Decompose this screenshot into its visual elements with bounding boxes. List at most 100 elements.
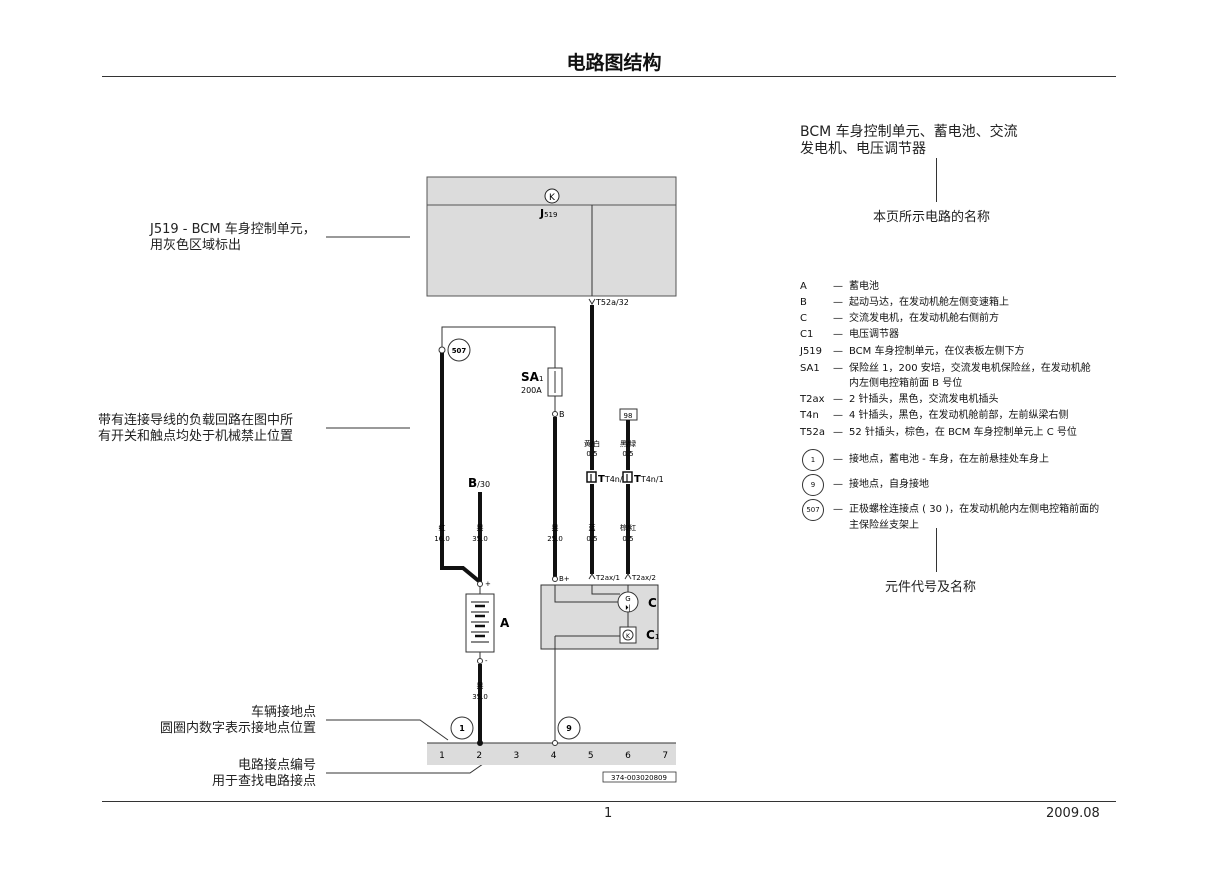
legend-dash: — <box>833 394 843 405</box>
legend-dash: — <box>833 427 843 438</box>
legend-desc: 交流发电机，在发动机舱右侧前方 <box>849 313 999 324</box>
legend-pointer <box>936 528 937 572</box>
alternator-bplus-label: B+ <box>559 575 570 583</box>
b30-label: B/30 <box>468 476 490 490</box>
ruler-dot-2 <box>477 740 483 746</box>
legend-dash: — <box>833 363 843 374</box>
legend-dash: — <box>833 504 843 515</box>
fuse-sa1-label: SA1 <box>521 370 543 384</box>
alternator-c-box <box>540 584 659 650</box>
ground-point-note-line-2: 圆圈内数字表示接地点位置 <box>159 721 316 736</box>
alternator-internal-t2ax1 <box>591 585 620 595</box>
j519-k-symbol <box>544 188 560 204</box>
t4n2-text: T4n/2 <box>604 475 628 484</box>
wire-507-feed <box>441 326 556 368</box>
j519-label: J519 <box>539 207 557 220</box>
alternator-c-label: C <box>648 596 657 610</box>
wire-blk2-size: 25.0 <box>547 535 563 543</box>
wire-red-size: 16.0 <box>434 535 450 543</box>
legend-desc: 主保险丝支架上 <box>849 520 919 531</box>
generator-letter: G <box>625 595 630 603</box>
ruler-number: 1 <box>439 751 445 761</box>
battery-a-label: A <box>500 616 510 630</box>
fuse-sa1-pin-label: B <box>559 410 565 419</box>
contact-number-note-line-1: 电路接点编号 <box>237 758 316 773</box>
legend-desc: 内左侧电控箱前面 B 号位 <box>849 378 963 389</box>
wire-blk1-color: 黑 <box>477 524 484 532</box>
ruler-number: 2 <box>476 751 482 761</box>
revision-date: 2009.08 <box>1046 806 1100 821</box>
fuse-sa1-pin <box>552 411 558 417</box>
legend-dash: — <box>833 346 843 357</box>
regulator-k-symbol <box>622 629 634 641</box>
ground-point-note: 车辆接地点 圆圈内数字表示接地点位置 <box>160 705 316 737</box>
legend-code: C1 <box>800 329 814 340</box>
legend-desc: 正极螺栓连接点 ( 30 )，在发动机舱内左侧电控箱前面的 <box>849 504 1100 515</box>
contact-ruler <box>427 743 676 765</box>
legend-code: B <box>800 297 807 308</box>
regulator-c1-main: C <box>646 628 655 642</box>
wire-blue-size: 0.5 <box>586 535 597 543</box>
t4n1-text: T4n/1 <box>640 475 664 484</box>
circuit-name-line-2: 发电机、电压调节器 <box>800 141 926 157</box>
battery-minus-pin <box>477 658 483 664</box>
ground-point-note-line-1: 车辆接地点 <box>250 705 316 720</box>
alternator-bplus-pin <box>552 576 558 582</box>
ruler-number: 6 <box>625 751 631 761</box>
legend-dash: — <box>833 281 843 292</box>
legend-dash: — <box>833 454 843 465</box>
wire-blk2-color: 黑 <box>552 524 559 532</box>
legend-desc: 保险丝 1，200 安培，交流发电机保险丝，在发动机舱 <box>849 363 1091 374</box>
ground-point-9 <box>557 716 581 740</box>
contact-number-note-line-2: 用于查找电路接点 <box>211 774 316 789</box>
control-unit-note-line-1: J519 - BCM 车身控制单元， <box>150 222 316 237</box>
legend-code: SA1 <box>800 363 820 374</box>
alternator-internal-bplus <box>554 585 618 603</box>
t2ax1-label: T2ax/1 <box>595 574 620 582</box>
node-507-dot <box>438 346 446 354</box>
doc-code: 374-003020809 <box>611 774 667 782</box>
node-507-circle <box>447 338 471 362</box>
legend-desc: 4 针插头，黑色，在发动机舱前部，左前纵梁右侧 <box>849 410 1069 421</box>
legend-dash: — <box>833 410 843 421</box>
contact-number-note: 电路接点编号 用于查找电路接点 <box>212 758 316 790</box>
legend-point-circle: 507 <box>802 499 824 521</box>
legend-desc: 2 针插头，黑色，交流发电机插头 <box>849 394 999 405</box>
wire-blk1-size: 35.0 <box>472 535 488 543</box>
wire-br-color: 棕/红 <box>620 523 636 532</box>
battery-plus-pin <box>477 581 483 587</box>
t2ax2-pin <box>624 573 632 580</box>
legend-desc: 52 针插头，棕色，在 BCM 车身控制单元上 C 号位 <box>849 427 1077 438</box>
circuit-name-pointer <box>936 158 937 202</box>
wire-blk3-size: 35.0 <box>472 693 488 701</box>
load-circuit-note-line-2: 有开关和触点均处于机械禁止位置 <box>98 429 294 444</box>
wire-bg-color: 黑/绿 <box>620 439 636 448</box>
t4n1-label: TT4n/1 <box>634 474 664 485</box>
component-caption: 元件代号及名称 <box>885 580 977 595</box>
t4n2-label: TT4n/2 <box>598 474 628 485</box>
legend-desc: 接地点，蓄电池 - 车身，在左前悬挂处车身上 <box>849 454 1049 465</box>
legend-dash: — <box>833 329 843 340</box>
ground-point-leader <box>326 719 449 741</box>
legend-desc: BCM 车身控制单元，在仪表板左侧下方 <box>849 346 1025 357</box>
fuse-sa1-sub: 1 <box>539 375 543 383</box>
legend-desc: 电压调节器 <box>849 329 899 340</box>
ruler-number: 3 <box>514 751 520 761</box>
legend-dash: — <box>833 479 843 490</box>
t52a-label: T52a/32 <box>595 298 629 307</box>
control-unit-note: J519 - BCM 车身控制单元， 用灰色区域标出 <box>150 222 316 254</box>
fuse-sa1-main: SA <box>521 370 540 384</box>
battery-plus-label: + <box>485 580 491 588</box>
node-507-label: 507 <box>452 347 467 355</box>
page-number: 1 <box>604 806 613 821</box>
wire-bg-size: 0.5 <box>622 450 633 458</box>
legend-code: T2ax <box>800 394 825 405</box>
load-circuit-note: 带有连接导线的负载回路在图中所 有开关和触点均处于机械禁止位置 <box>98 413 293 445</box>
ground-point-9-label: 9 <box>566 724 572 733</box>
ground-point-1-label: 1 <box>459 724 465 733</box>
page-title: 电路图结构 <box>566 52 662 74</box>
wire-red-16 <box>440 353 482 584</box>
circuit-name-line-1: BCM 车身控制单元、蓄电池、交流 <box>800 124 1018 140</box>
